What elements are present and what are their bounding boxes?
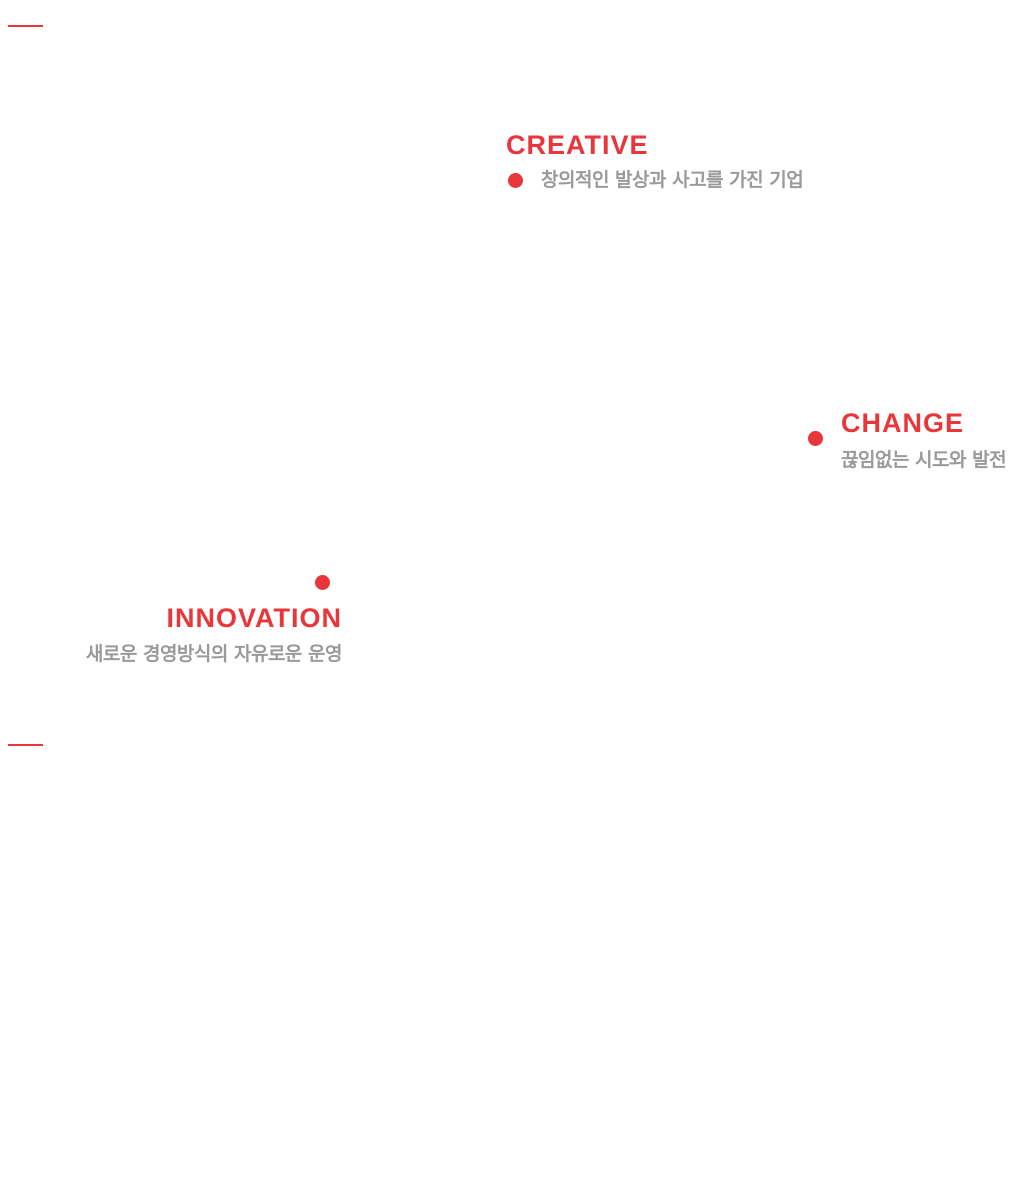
bottom-divider	[8, 744, 43, 746]
innovation-subtitle: 새로운 경영방식의 자유로운 운영	[85, 643, 343, 665]
innovation-title: INNOVATION	[166, 603, 342, 633]
creative-title: CREATIVE	[506, 130, 649, 160]
creative-dot-icon	[508, 173, 523, 188]
creative-subtitle: 창의적인 발상과 사고를 가진 기업	[541, 169, 804, 191]
innovation-dot-icon	[315, 575, 330, 590]
change-title: CHANGE	[841, 408, 965, 438]
top-divider	[8, 25, 43, 27]
change-subtitle: 끊임없는 시도와 발전	[841, 449, 1007, 471]
change-dot-icon	[808, 431, 823, 446]
